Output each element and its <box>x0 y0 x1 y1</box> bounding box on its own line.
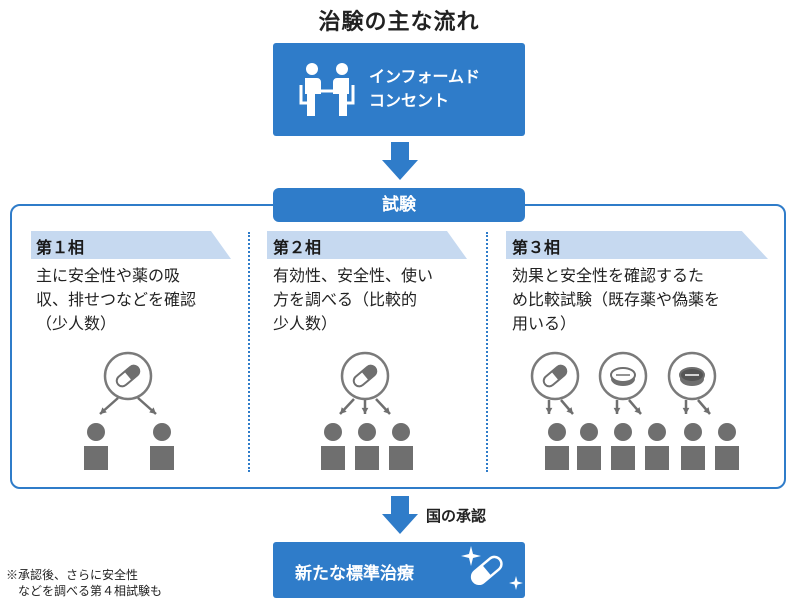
sparkle-icon <box>461 546 481 566</box>
phase-3-desc-line: 用いる） <box>512 314 577 333</box>
phase-2-description: 有効性、安全性、使い 方を調べる（比較的 少人数） <box>273 264 433 336</box>
phase-divider <box>248 232 250 472</box>
consent-line-1: インフォームド <box>369 67 481 86</box>
phase-1-desc-line: （少人数） <box>36 314 117 333</box>
informed-consent-label: インフォームド コンセント <box>369 65 480 113</box>
footnote: ※承認後、さらに安全性 などを調べる第４相試験も <box>6 567 162 599</box>
phase-3-desc-line: 効果と安全性を確認するた <box>512 266 705 285</box>
sparkle-icon <box>509 576 523 590</box>
diagram-title: 治験の主な流れ <box>318 10 480 35</box>
arrow-down-icon <box>382 142 418 180</box>
phase-1-tab <box>31 231 231 259</box>
capsule-icon <box>470 555 503 586</box>
arrow-down-icon <box>382 496 418 534</box>
phase-1-name: 第１相 <box>36 238 85 257</box>
two-people-talking-icon <box>299 63 355 116</box>
informed-consent-box: インフォームド コンセント <box>273 43 525 136</box>
consent-line-2: コンセント <box>369 91 450 110</box>
standard-treatment-label: 新たな標準治療 <box>295 564 414 584</box>
phase-3-desc-line: め比較試験（既存薬や偽薬を <box>512 290 721 309</box>
phase-2-desc-line: 有効性、安全性、使い <box>273 266 434 285</box>
phase-2-desc-line: 少人数） <box>273 314 338 333</box>
phase-2-desc-line: 方を調べる（比較的 <box>273 290 418 309</box>
phase-1-description: 主に安全性や薬の吸 収、排せつなどを確認 （少人数） <box>36 264 196 336</box>
new-standard-treatment-box: 新たな標準治療 <box>273 542 525 598</box>
phase-1-desc-line: 収、排せつなどを確認 <box>36 290 197 309</box>
footnote-line: ※承認後、さらに安全性 <box>6 568 139 582</box>
trial-label: 試験 <box>273 188 525 222</box>
government-approval-label: 国の承認 <box>426 507 487 525</box>
phase-3-tab <box>506 231 768 259</box>
phase-3-name: 第３相 <box>512 238 561 257</box>
phase-3-description: 効果と安全性を確認するた め比較試験（既存薬や偽薬を 用いる） <box>512 264 720 336</box>
phase-2-name: 第２相 <box>273 238 322 257</box>
footnote-line: などを調べる第４相試験も <box>6 584 163 598</box>
phase-1-desc-line: 主に安全性や薬の吸 <box>36 266 181 285</box>
phase-divider <box>486 232 488 472</box>
phase-2-tab <box>267 231 467 259</box>
